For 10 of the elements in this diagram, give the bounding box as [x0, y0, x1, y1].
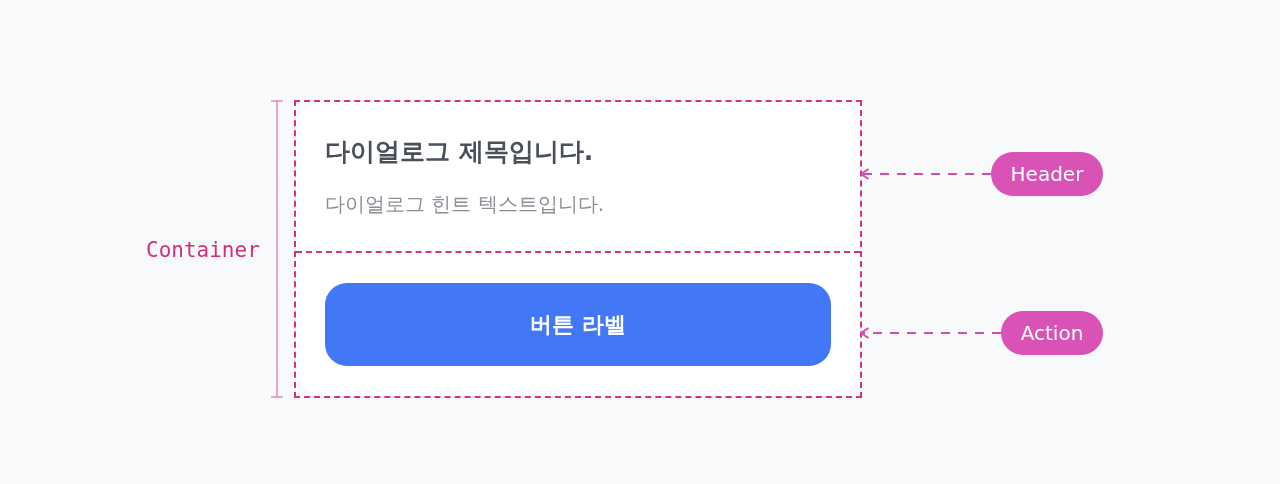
header-section [296, 102, 860, 253]
callout-label: Header [991, 152, 1103, 196]
dialog-hint-text: 다이얼로그 힌트 텍스트입니다. [325, 191, 605, 218]
dialog-title: 다이얼로그 제목입니다. [325, 136, 594, 168]
action-section [296, 253, 860, 396]
leader-arrow [860, 327, 1002, 339]
action-button: 버튼 라벨 [325, 283, 831, 366]
callout-label: Action [1001, 311, 1103, 355]
leader-arrow [860, 168, 992, 180]
container-label: Container [146, 238, 260, 262]
